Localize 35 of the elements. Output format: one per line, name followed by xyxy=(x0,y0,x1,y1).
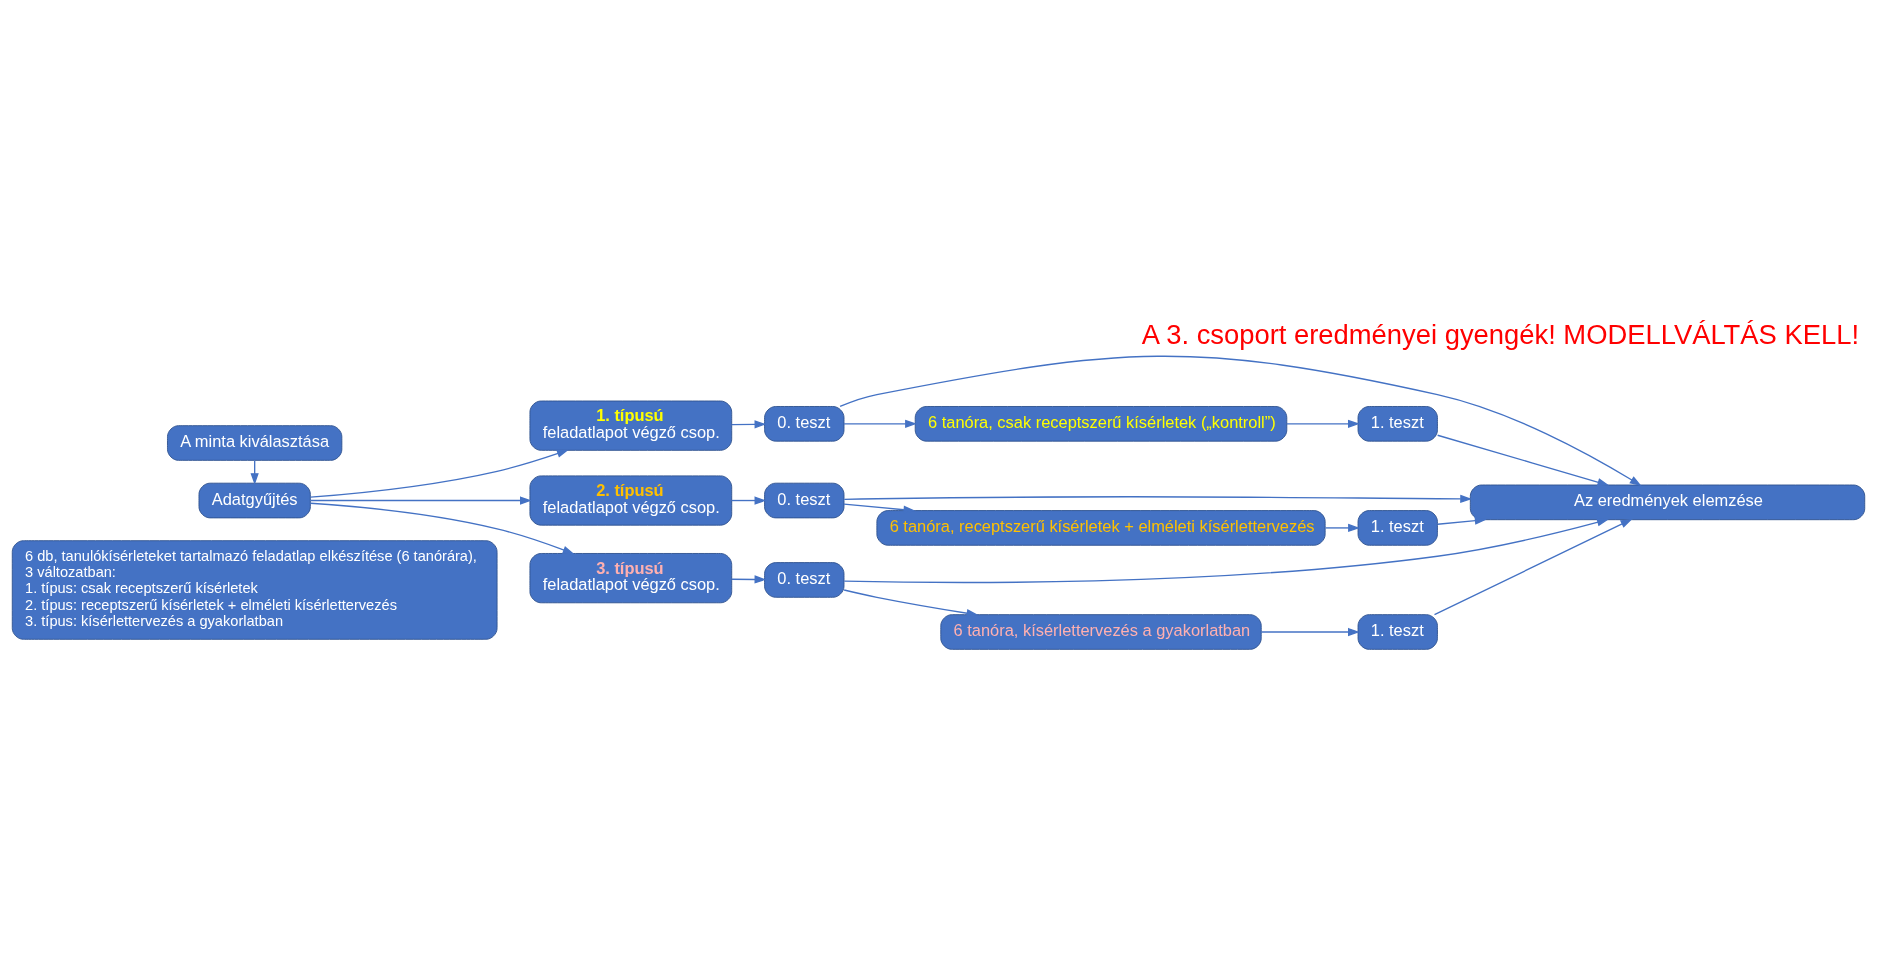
arrow xyxy=(309,502,575,555)
node-box: 6 tanóra, csak receptszerű kísérletek („kontroll”) xyxy=(914,406,1288,442)
diagram-title: A 3. csoport eredményei gyengék! MODELLVÁLTÁS KELL! xyxy=(1141,319,1860,351)
node-box: 6 tanóra, receptszerű kísérletek + elméleti kísérlettervezés xyxy=(876,510,1326,546)
node-box: 1. teszt xyxy=(1357,406,1438,442)
arrow xyxy=(843,494,1473,504)
node-box: 6 tanóra, kísérlettervezés a gyakorlatban xyxy=(940,614,1262,650)
arrow xyxy=(309,496,532,505)
arrow xyxy=(1324,523,1360,533)
arrow xyxy=(309,449,569,498)
arrow xyxy=(1433,518,1633,616)
arrow xyxy=(731,496,767,505)
arrow xyxy=(839,355,1642,486)
node-box: 0. teszt xyxy=(764,406,845,442)
arrow xyxy=(731,420,767,429)
node-box: 0. teszt xyxy=(764,482,845,519)
arrow xyxy=(843,518,1609,584)
node-box: 1. teszt xyxy=(1357,614,1438,650)
arrow xyxy=(1436,434,1610,487)
node-box: 1. típusú feladatlapot végző csop. xyxy=(529,400,733,451)
arrow xyxy=(1286,419,1360,428)
arrow xyxy=(731,575,767,584)
node-box: 2. típusú feladatlapot végző csop. xyxy=(529,475,733,526)
node-box: Adatgyűjtés xyxy=(198,482,311,519)
node-box: 6 db, tanulókísérleteket tartalmazó feladatlap elkészítése (6 tanórára), 3 változatban: 1. típus: csak receptszerű kísérletek 2. típus: receptszerű kísérletek + elméleti kísérlettervezés 3. típus: kísérlettervezés a gyakorlatban xyxy=(11,540,498,640)
node-box: 1. teszt xyxy=(1357,510,1438,546)
node-box: 3. típusú feladatlapot végző csop. xyxy=(529,553,733,604)
node-box: 0. teszt xyxy=(764,562,845,598)
node-box: A minta kiválasztása xyxy=(167,425,343,461)
arrow xyxy=(843,419,917,428)
arrow xyxy=(843,589,979,618)
arrow xyxy=(1436,516,1487,525)
arrow xyxy=(1260,627,1360,637)
node-box: Az eredmények elemzése xyxy=(1469,484,1866,521)
arrow xyxy=(843,503,916,514)
